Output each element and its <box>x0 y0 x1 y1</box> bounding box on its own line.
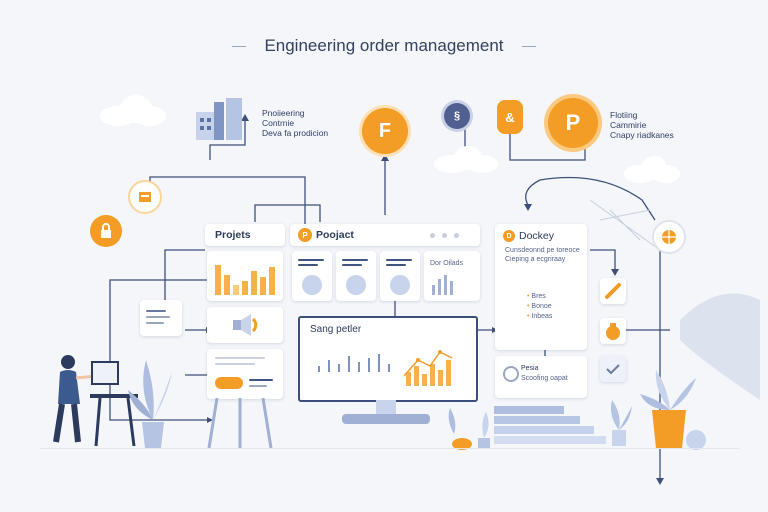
monitor-title: Sang petler <box>310 324 362 335</box>
pass-title: Pesia <box>521 365 539 372</box>
building-icon <box>196 98 242 140</box>
clipboard-icon <box>128 180 162 214</box>
gear-icon: § <box>444 103 470 129</box>
top-right-label-line2: Cammirie <box>610 120 647 130</box>
step <box>494 426 594 434</box>
page-title: Engineering order management <box>264 36 504 55</box>
globe-icon[interactable] <box>652 220 686 254</box>
monitor-neck <box>376 400 396 414</box>
project-tile <box>336 251 376 301</box>
title-dash-right <box>522 45 536 47</box>
toggle-pill[interactable] <box>215 377 243 389</box>
dockey-item: • Bres <box>527 293 546 300</box>
orange-tag-symbol: & <box>505 109 515 125</box>
ground-line <box>40 448 740 449</box>
top-right-label-line1: Flotiing <box>610 110 638 120</box>
dot-indicator <box>442 233 447 238</box>
title-dash-left <box>231 45 246 47</box>
dockey-icon: D <box>503 230 515 242</box>
dockey-sub1: Cunsdeonnd pe toreoce <box>505 247 580 254</box>
dockey-item: • Inbeas <box>527 313 553 320</box>
cloud-icon <box>434 146 498 173</box>
document-card <box>140 300 182 336</box>
project-card-header[interactable]: P Poojact <box>290 224 480 246</box>
f-badge-letter: F <box>378 119 392 142</box>
top-left-label-line1: Pnoiieering <box>262 108 305 118</box>
toggle-card <box>207 349 283 399</box>
p-badge-icon: P <box>548 98 598 148</box>
title-area: Engineering order management <box>0 36 768 56</box>
dot-indicator <box>430 233 435 238</box>
plant-icon <box>610 400 632 446</box>
checkmark-icon[interactable] <box>600 356 626 382</box>
easel-icon <box>207 398 273 449</box>
speaker-icon <box>233 314 258 336</box>
money-bag-icon[interactable] <box>600 318 626 344</box>
top-right-label: Flotiing Cammirie Cnapy riadkanes <box>610 110 674 140</box>
project-tile <box>380 251 420 301</box>
cloud-icon <box>100 95 166 126</box>
top-left-label-line3: Deva fa prodicion <box>262 128 329 138</box>
mini-bars <box>432 275 453 295</box>
top-left-label-line2: Contrnie <box>262 118 295 128</box>
top-left-label: Pnoiieering Contrnie Deva fa prodicion <box>262 108 328 138</box>
monitor-stand <box>342 414 430 424</box>
gear-badge-symbol: § <box>453 110 461 122</box>
step <box>494 406 564 414</box>
projets-card-header[interactable]: Projets <box>205 224 285 246</box>
plant-icon <box>640 370 706 450</box>
monitor-chart <box>318 350 453 386</box>
plant-icon <box>128 360 172 448</box>
f-badge-icon: F <box>362 108 408 154</box>
project-title: Poojact <box>316 229 354 241</box>
projets-bar-chart <box>207 251 283 301</box>
top-right-label-line3: Cnapy riadkanes <box>610 130 674 140</box>
dockey-sub2: Cieping a ecgriraay <box>505 256 566 263</box>
lock-icon <box>90 215 122 247</box>
step <box>494 436 606 444</box>
dockey-item: • Bonoe <box>527 303 552 310</box>
person-icon <box>53 355 138 447</box>
pass-card[interactable]: Pesia Scoofing oapat <box>495 356 587 398</box>
projets-title: Projets <box>215 229 251 241</box>
project-stat-tile: Dor Oilads <box>424 251 480 301</box>
dockey-title: Dockey <box>519 230 555 242</box>
plant-icon <box>448 408 490 450</box>
cloud-icon <box>624 156 680 183</box>
dot-indicator <box>454 233 459 238</box>
wrench-icon[interactable] <box>600 278 626 304</box>
project-tile <box>292 251 332 301</box>
p-badge-letter: P <box>565 110 581 135</box>
step <box>494 416 580 424</box>
project-icon: P <box>298 228 312 242</box>
monitor-screen: Sang petler <box>298 316 478 402</box>
orange-tag-icon: & <box>497 100 523 134</box>
dockey-card[interactable]: D Dockey Cunsdeonnd pe toreoce Cieping a… <box>495 224 587 350</box>
project-stat-label: Dor Oilads <box>430 260 464 267</box>
speaker-card <box>207 307 283 343</box>
settings-icon <box>503 366 519 382</box>
pass-sub: Scoofing oapat <box>521 375 568 382</box>
